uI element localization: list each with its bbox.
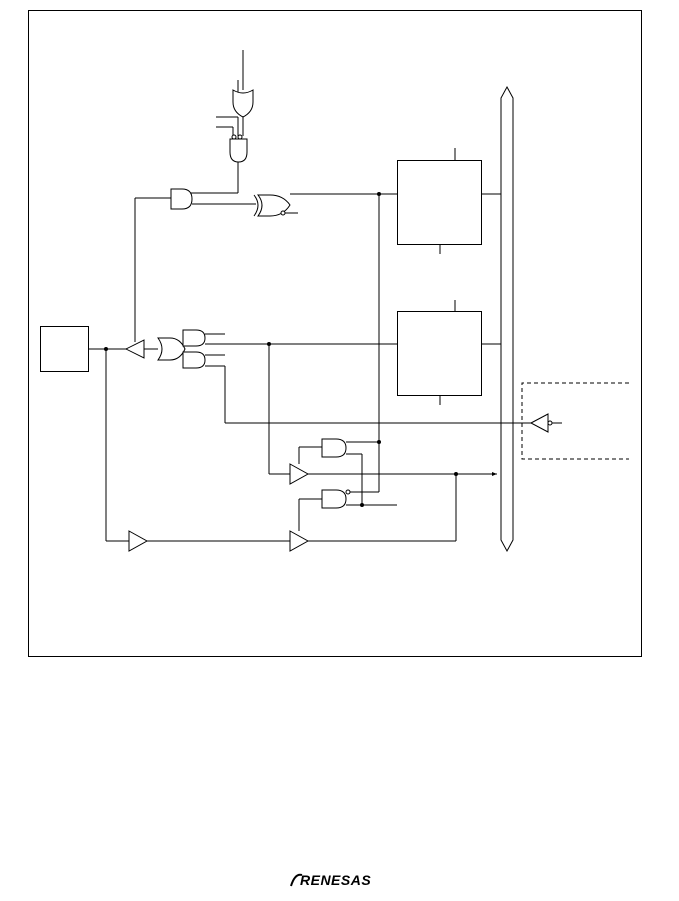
renesas-logo-text: RENESAS <box>300 872 372 888</box>
register-upper <box>397 160 482 245</box>
enable-and-gate <box>170 188 193 210</box>
top-or-gate <box>232 89 254 118</box>
and-input-inverter-bubble-2 <box>237 134 243 140</box>
and-lower-inverter-bubble <box>345 489 351 495</box>
inverter-bubble <box>547 420 553 426</box>
internal-bus <box>500 85 514 553</box>
and-gate-lower-lower <box>321 489 347 509</box>
and-gate-mid-a <box>182 329 206 347</box>
input-buffer <box>124 339 145 359</box>
bus-arrowhead <box>492 472 497 476</box>
renesas-r-swoosh-icon <box>290 873 303 887</box>
register-lower <box>397 311 482 396</box>
inverter-buffer <box>529 413 549 433</box>
input-buffer-lower <box>128 530 149 552</box>
and-input-inverter-bubble <box>231 134 237 140</box>
output-buffer-upper <box>289 463 310 485</box>
combine-or-gate <box>157 337 186 361</box>
upper-net-junction <box>377 440 381 444</box>
top-and-gate <box>229 138 248 163</box>
and-gate-lower-upper <box>321 438 347 458</box>
xnor-gate-back-curve <box>253 194 259 217</box>
figure-frame <box>28 10 642 657</box>
output-buffer-lower <box>289 530 310 552</box>
lower-junction <box>360 503 364 507</box>
and-gate-mid-b <box>182 351 206 369</box>
xnor-inverter-bubble <box>280 210 286 216</box>
pin-block <box>40 326 89 372</box>
